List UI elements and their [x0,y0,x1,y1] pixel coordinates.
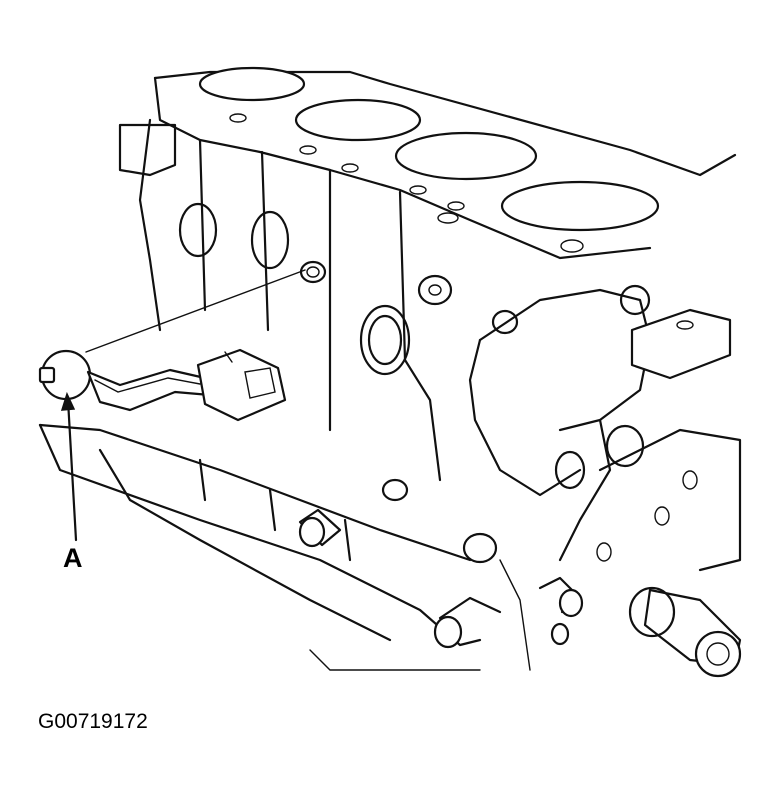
callout-label: A [63,543,83,573]
shaft-stub [628,586,742,678]
engine-mount [630,308,732,380]
cylinder-bore-1 [198,66,306,102]
figure-code: G00719172 [38,710,148,733]
sensor-bolt [38,366,56,384]
sensor-mount-boss [299,260,327,284]
cylinder-bore-3 [394,131,538,181]
cylinder-bore-4 [500,180,660,232]
knock-sensor-assembly [38,269,306,422]
harness-connector [196,348,287,422]
harness-lead [86,368,212,412]
engine-block [38,66,742,678]
install-guide-line [85,269,306,353]
cylinder-bore-2 [294,98,422,142]
callout-arrow [60,391,78,542]
